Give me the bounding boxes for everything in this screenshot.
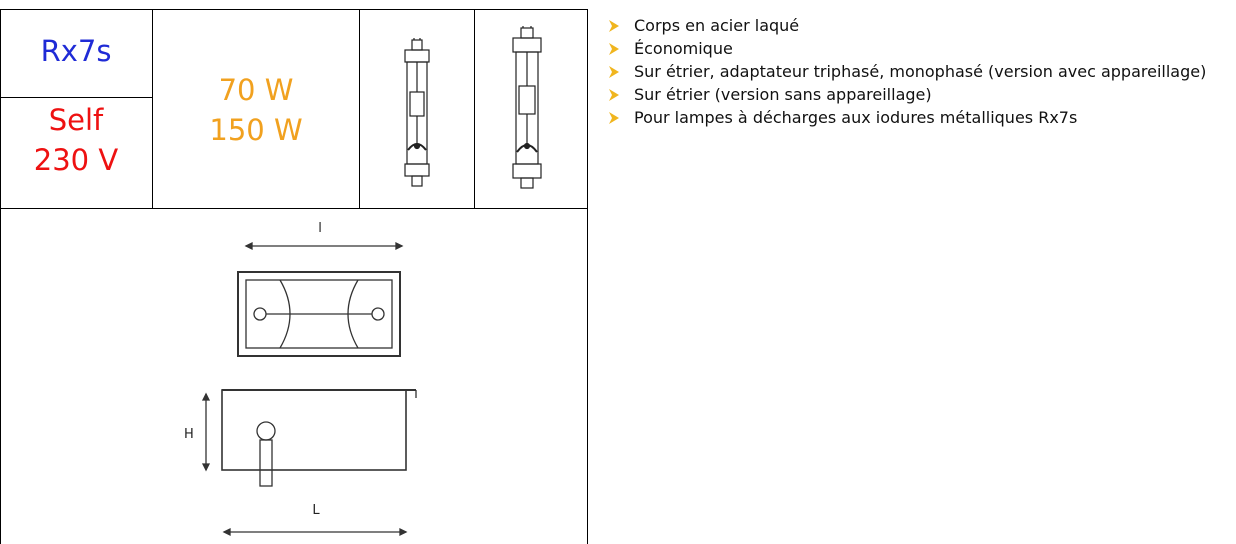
voltage: 230 V <box>33 143 119 177</box>
dimension-drawing: l H L <box>184 221 417 537</box>
right-lampholder <box>371 307 385 321</box>
feature-item: Sur étrier (version sans appareillage) <box>600 83 1220 106</box>
bracket-arm <box>259 439 273 487</box>
grid-line-mid <box>0 208 588 209</box>
rx7s-lamp-large-icon <box>510 26 544 190</box>
length-dimension-arrows <box>222 527 408 537</box>
height-dimension-arrows <box>201 392 211 472</box>
bracket-pivot <box>256 421 276 441</box>
housing-top-outline <box>237 271 401 357</box>
left-lampholder <box>253 307 267 321</box>
model-name: Rx7s <box>40 34 112 68</box>
width-label: l <box>318 221 322 236</box>
arrow-bullet-icon <box>609 112 619 124</box>
housing-top-inner <box>245 279 393 349</box>
feature-text: Sur étrier (version sans appareillage) <box>634 85 932 104</box>
feature-item: Pour lampes à décharges aux iodures méta… <box>600 106 1220 129</box>
power-rating-2: 150 W <box>209 113 303 147</box>
feature-text: Sur étrier, adaptateur triphasé, monopha… <box>634 62 1207 81</box>
rx7s-lamp-icon <box>400 38 434 188</box>
arrow-bullet-icon <box>609 66 619 78</box>
ballast-info: Self 230 V <box>0 100 152 180</box>
feature-item: Économique <box>600 37 1220 60</box>
power-ratings: 70 W 150 W <box>153 70 359 150</box>
top-view <box>237 241 404 357</box>
grid-line-col2 <box>359 9 360 209</box>
feature-item: Sur étrier, adaptateur triphasé, monopha… <box>600 60 1220 83</box>
grid-line-top <box>0 9 588 10</box>
arrow-bullet-icon <box>609 20 619 32</box>
arrow-bullet-icon <box>609 43 619 55</box>
grid-line-col1 <box>152 9 153 209</box>
grid-line-left <box>0 9 1 544</box>
grid-line-col3 <box>474 9 475 209</box>
length-label: L <box>312 503 320 518</box>
height-label: H <box>184 427 194 442</box>
power-rating-1: 70 W <box>218 73 294 107</box>
side-view <box>201 389 417 537</box>
housing-side-outline <box>221 389 407 471</box>
width-dimension-arrows <box>244 241 404 251</box>
grid-line-model-divider <box>0 97 153 98</box>
feature-list: Corps en acier laqué Économique Sur étri… <box>600 14 1220 129</box>
feature-item: Corps en acier laqué <box>600 14 1220 37</box>
arrow-bullet-icon <box>609 89 619 101</box>
grid-line-right <box>587 9 588 544</box>
feature-text: Corps en acier laqué <box>634 16 800 35</box>
feature-text: Économique <box>634 39 733 58</box>
ballast-type: Self <box>48 103 104 137</box>
feature-text: Pour lampes à décharges aux iodures méta… <box>634 108 1078 127</box>
